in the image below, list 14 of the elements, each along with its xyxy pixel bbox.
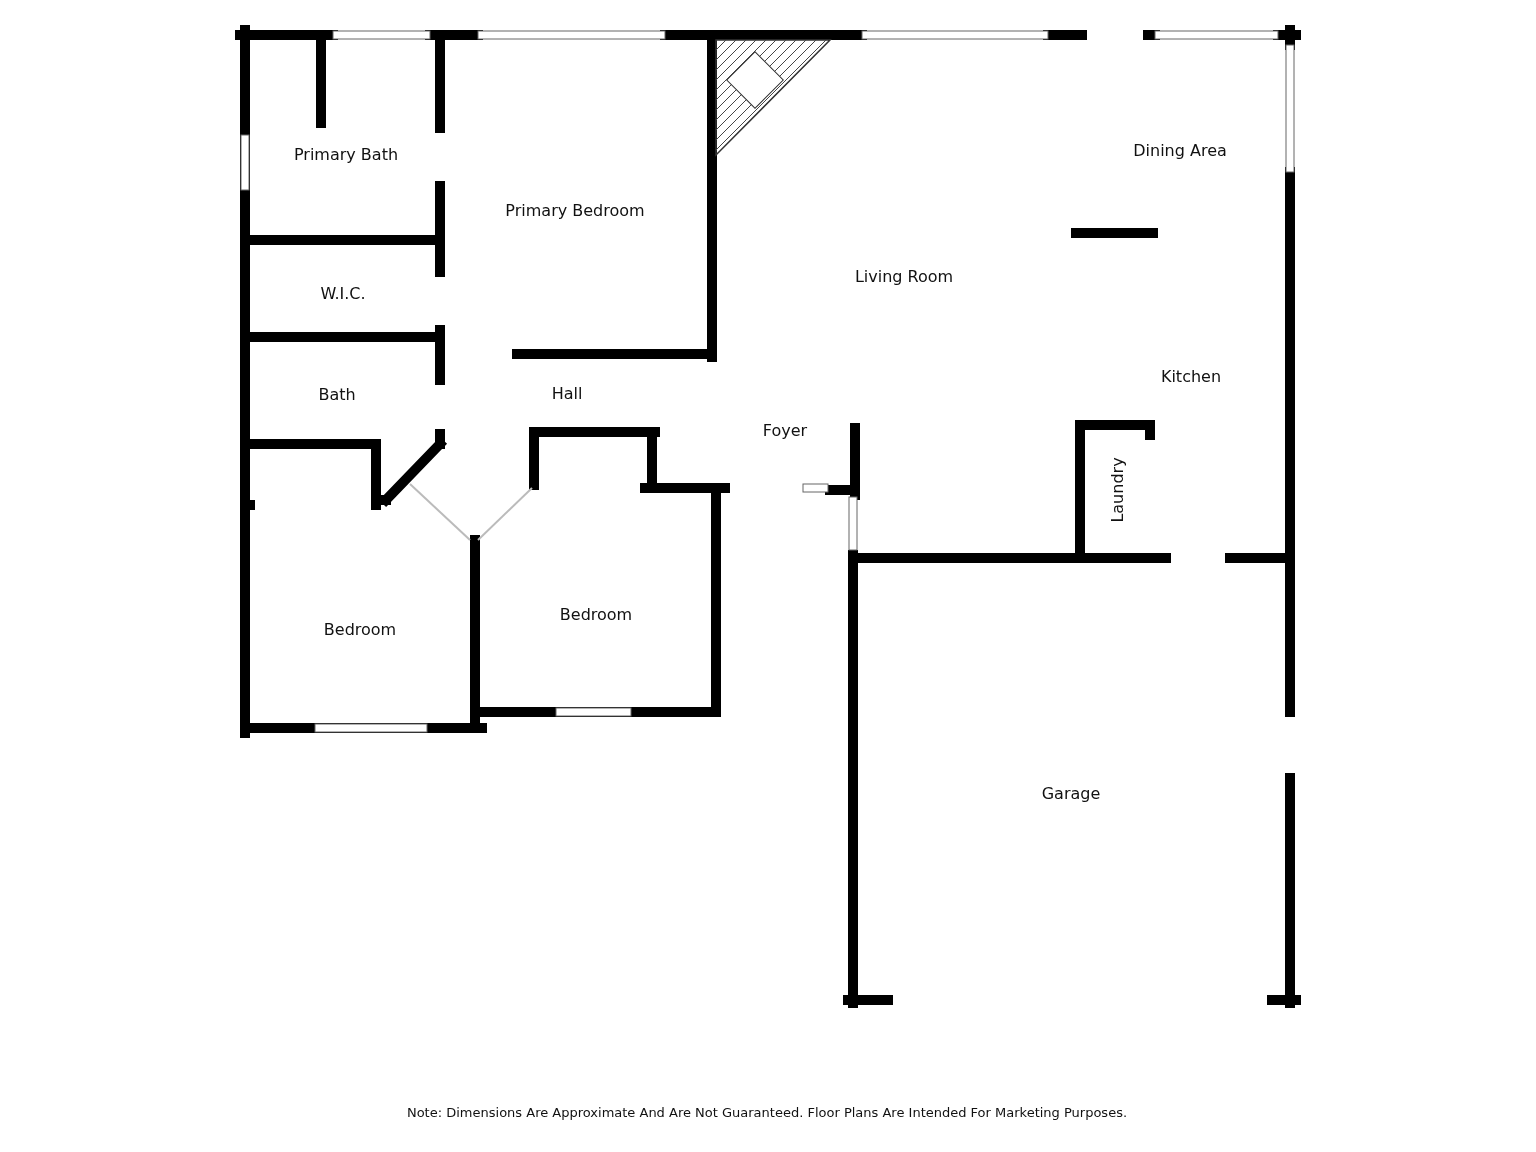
room-label: W.I.C.: [320, 283, 366, 303]
room-label: Kitchen: [1160, 366, 1222, 386]
room-label: Primary Bath: [293, 144, 399, 164]
room-label: Bedroom: [559, 604, 633, 624]
room-label: Dining Area: [1133, 140, 1227, 160]
room-label: Bedroom: [323, 619, 397, 639]
room-label: Bath: [318, 384, 356, 404]
room-label: Foyer: [762, 420, 808, 440]
room-label: Laundry: [1107, 457, 1127, 523]
disclaimer-note: Note: Dimensions Are Approximate And Are Not Guaranteed. Floor Plans Are Intended For Marketing Purposes.: [406, 1104, 1128, 1120]
room-label: Garage: [1041, 783, 1101, 803]
room-label: Living Room: [854, 266, 954, 286]
room-label: Primary Bedroom: [505, 200, 645, 220]
room-label: Hall: [551, 383, 583, 403]
